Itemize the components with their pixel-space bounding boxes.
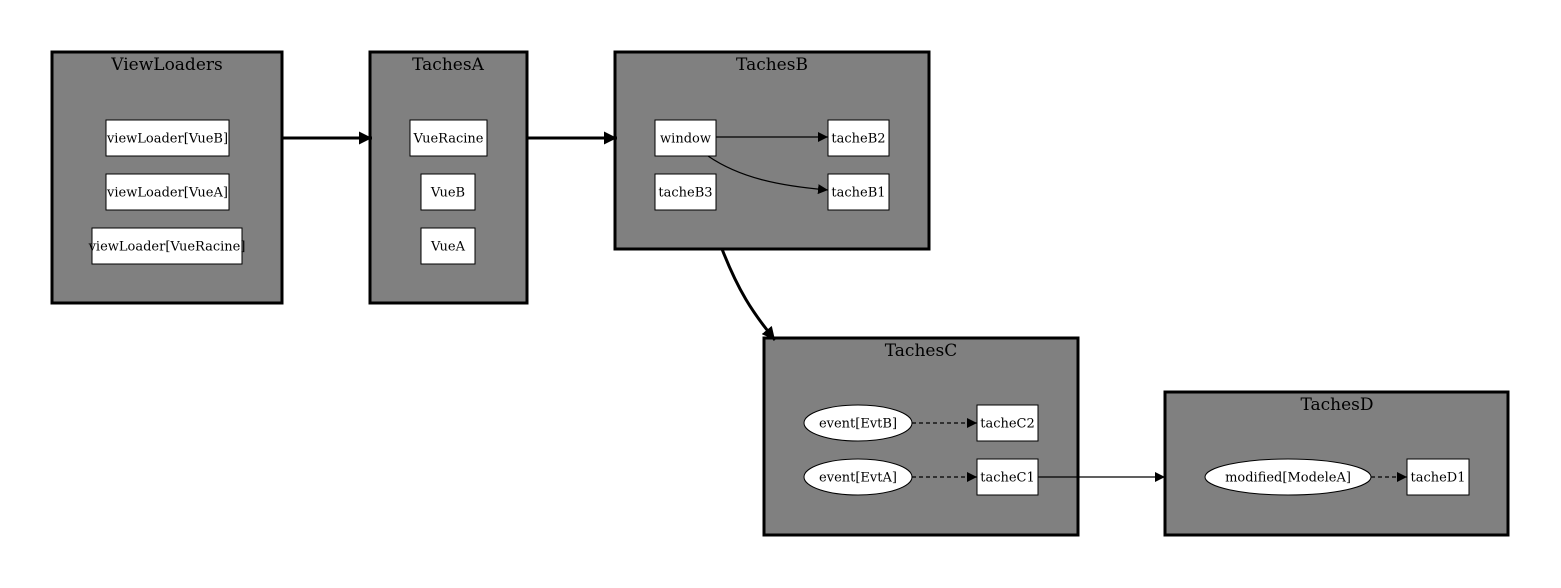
cluster-tachesd-label: TachesD	[1300, 395, 1373, 415]
node-viewloader-vueracine-label: viewLoader[VueRacine]	[88, 240, 246, 255]
node-vueb[interactable]: VueB	[420, 173, 476, 211]
node-tachec1-label: tacheC1	[980, 471, 1035, 486]
node-tachec2-label: tacheC2	[980, 417, 1035, 432]
node-modified-modelea-label: modified[ModeleA]	[1225, 471, 1351, 486]
node-event-evta-label: event[EvtA]	[819, 471, 897, 486]
cluster-tachesb-label: TachesB	[736, 55, 808, 75]
node-event-evtb[interactable]: event[EvtB]	[803, 404, 913, 442]
cluster-viewloaders-label: ViewLoaders	[110, 55, 222, 75]
node-tachec2[interactable]: tacheC2	[976, 404, 1039, 442]
node-window-label: window	[660, 132, 711, 147]
node-tacheb3-label: tacheB3	[658, 186, 712, 201]
node-tacheb2-label: tacheB2	[831, 132, 885, 147]
node-vuea[interactable]: VueA	[420, 227, 476, 265]
edge-window-tacheb1	[707, 155, 829, 195]
node-tacheb1-label: tacheB1	[831, 186, 885, 201]
edge-tachesb-tachesc	[720, 248, 777, 341]
node-tacheb1[interactable]: tacheB1	[827, 173, 890, 211]
node-tached1-label: tacheD1	[1410, 471, 1465, 486]
node-tacheb2[interactable]: tacheB2	[827, 119, 890, 157]
node-viewloader-vueb[interactable]: viewLoader[VueB]	[105, 119, 230, 157]
node-viewloader-vueracine[interactable]: viewLoader[VueRacine]	[88, 227, 246, 265]
node-tachec1[interactable]: tacheC1	[976, 458, 1039, 496]
node-viewloader-vuea-label: viewLoader[VueA]	[106, 186, 228, 201]
node-window[interactable]: window	[654, 119, 717, 157]
node-viewloader-vuea[interactable]: viewLoader[VueA]	[105, 173, 230, 211]
node-vueracine[interactable]: VueRacine	[409, 119, 488, 157]
node-modified-modelea[interactable]: modified[ModeleA]	[1204, 458, 1372, 496]
node-event-evtb-label: event[EvtB]	[819, 417, 897, 432]
node-vuea-label: VueA	[430, 240, 466, 255]
cluster-tachesc-label: TachesC	[885, 341, 957, 361]
node-event-evta[interactable]: event[EvtA]	[803, 458, 913, 496]
node-tached1[interactable]: tacheD1	[1406, 458, 1470, 496]
node-vueb-label: VueB	[430, 186, 465, 201]
cluster-tachesa-label: TachesA	[412, 55, 484, 75]
node-vueracine-label: VueRacine	[413, 132, 484, 147]
node-viewloader-vueb-label: viewLoader[VueB]	[106, 132, 228, 147]
node-tacheb3[interactable]: tacheB3	[654, 173, 717, 211]
